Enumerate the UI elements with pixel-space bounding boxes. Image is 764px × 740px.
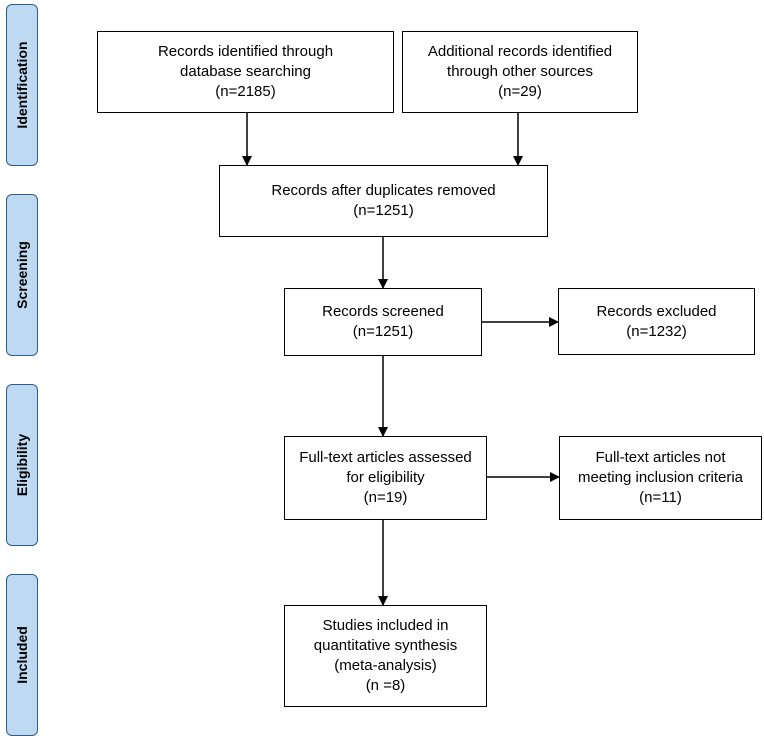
box-full-text-excluded-line1: Full-text articles not <box>595 449 726 466</box>
box-other-sources-line1: Additional records identified <box>427 43 613 60</box>
box-database-search: Records identified through database sear… <box>97 31 394 113</box>
stage-eligibility: Eligibility <box>6 384 38 546</box>
box-other-sources-line2: through other sources <box>447 63 593 80</box>
box-included-count: (n =8) <box>365 677 406 694</box>
box-database-search-line2: database searching <box>180 63 311 80</box>
box-included-line3: (meta-analysis) <box>334 657 437 674</box>
box-excluded-line1: Records excluded <box>596 302 717 320</box>
stage-screening: Screening <box>6 194 38 356</box>
box-excluded-count: (n=1232) <box>626 322 687 340</box>
box-screened-line1: Records screened <box>322 303 444 320</box>
box-database-search-line1: Records identified through <box>157 43 334 60</box>
box-full-text-line1: Full-text articles assessed <box>299 449 472 466</box>
box-screened: Records screened (n=1251) <box>284 288 482 356</box>
box-duplicates-removed-line1: Records after duplicates removed <box>271 182 496 199</box>
stage-identification: Identification <box>6 4 38 166</box>
box-full-text-count: (n=19) <box>363 489 408 506</box>
box-included: Studies included in quantitative synthes… <box>284 605 487 707</box>
box-screened-count: (n=1251) <box>352 323 414 340</box>
box-duplicates-removed: Records after duplicates removed (n=1251… <box>219 165 548 237</box>
box-included-line2: quantitative synthesis <box>313 637 458 654</box>
box-duplicates-removed-count: (n=1251) <box>353 202 414 219</box>
stage-included: Included <box>6 574 38 736</box>
box-database-search-count: (n=2185) <box>215 83 276 100</box>
box-excluded: Records excluded (n=1232) <box>558 288 755 355</box>
box-full-text: Full-text articles assessed for eligibil… <box>284 436 487 520</box>
box-full-text-excluded-line2: meeting inclusion criteria <box>577 469 744 486</box>
box-full-text-excluded-count: (n=11) <box>639 489 682 506</box>
box-other-sources: Additional records identified through ot… <box>402 31 638 113</box>
box-full-text-excluded: Full-text articles not meeting inclusion… <box>559 436 762 520</box>
box-other-sources-count: (n=29) <box>498 83 542 100</box>
box-full-text-line2: for eligibility <box>346 469 425 486</box>
box-included-line1: Studies included in <box>322 617 449 634</box>
